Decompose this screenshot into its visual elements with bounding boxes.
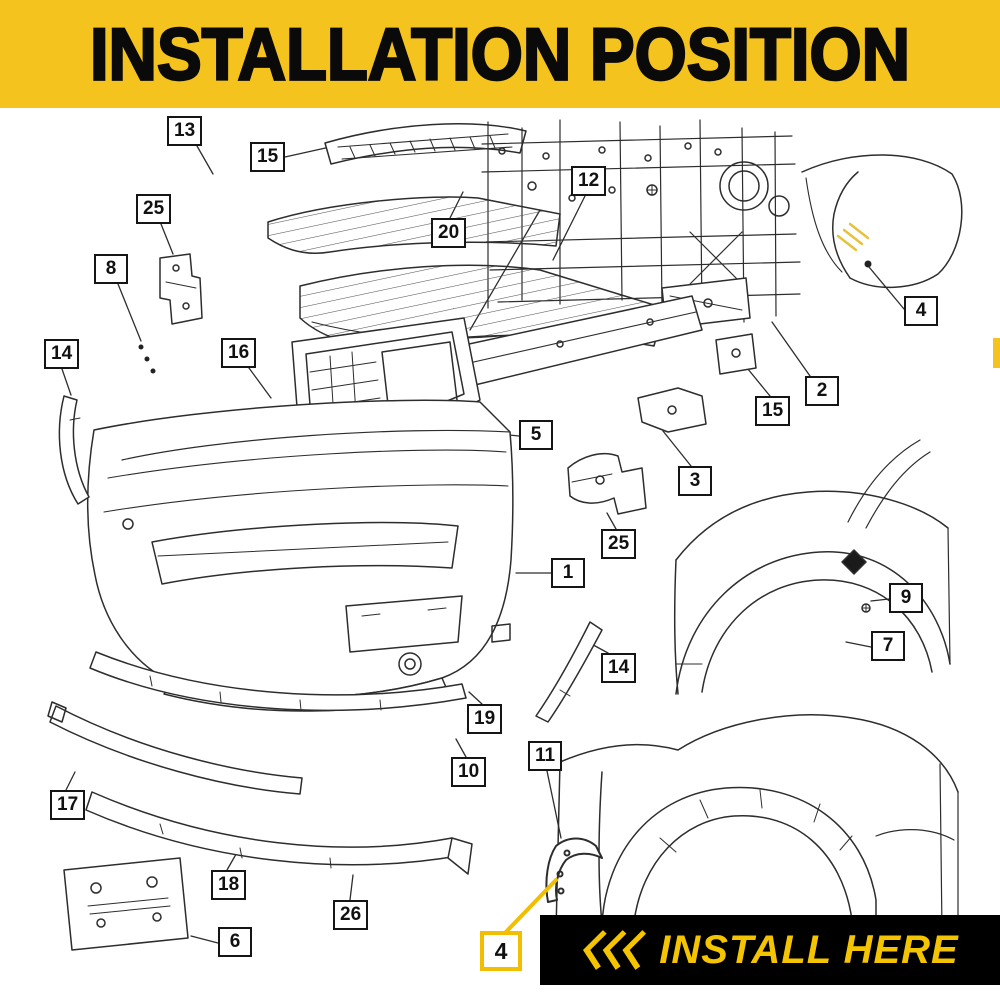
callout-6: 6 — [218, 927, 252, 957]
callout-7: 7 — [871, 631, 905, 661]
callout-8: 8 — [94, 254, 128, 284]
install-here-banner: INSTALL HERE — [540, 915, 1000, 985]
callout-4-fender: 4 — [904, 296, 938, 326]
callout-20: 20 — [431, 218, 467, 248]
callout-17: 17 — [50, 790, 86, 820]
callout-25-mid: 25 — [601, 529, 637, 559]
callout-10: 10 — [451, 757, 487, 787]
callout-16: 16 — [221, 338, 257, 368]
callout-5: 5 — [519, 420, 553, 450]
part-lower-lip — [89, 651, 467, 712]
callout-2: 2 — [805, 376, 839, 406]
callout-15-top: 15 — [250, 142, 286, 172]
callout-9: 9 — [889, 583, 923, 613]
callout-14-left: 14 — [44, 339, 80, 369]
part-moldings-14 — [58, 395, 603, 723]
callout-11: 11 — [528, 741, 563, 771]
callout-15-right: 15 — [755, 396, 791, 426]
part-bumper-fascia — [87, 399, 514, 712]
callout-13: 13 — [167, 116, 203, 146]
part-upper-bar — [324, 123, 527, 165]
callout-12: 12 — [571, 166, 607, 196]
callout-18: 18 — [211, 870, 247, 900]
page-title: INSTALLATION POSITION — [89, 11, 912, 96]
callout-26: 26 — [333, 900, 369, 930]
callout-25-top: 25 — [136, 194, 172, 224]
part-fender — [801, 154, 963, 288]
install-here-label: INSTALL HERE — [659, 927, 959, 972]
yellow-edge-tab — [993, 338, 1000, 368]
part-bracket-3 — [637, 387, 707, 433]
callout-19: 19 — [467, 704, 503, 734]
part-wheelhouse — [673, 439, 951, 695]
top-banner: INSTALLATION POSITION — [0, 0, 1000, 108]
part-bracket-25-top — [159, 253, 203, 325]
callout-4-install: 4 — [480, 931, 522, 971]
part-radiator-support — [481, 119, 801, 375]
part-wheel-liner — [555, 714, 959, 933]
part-airdam-18 — [85, 791, 473, 875]
callout-14-right: 14 — [601, 653, 637, 683]
part-energy-absorbers — [267, 196, 665, 348]
callout-1: 1 — [551, 558, 585, 588]
triple-chevron-left-icon — [583, 930, 647, 970]
part-screws-8 — [138, 344, 156, 374]
part-bracket-25-mid — [567, 452, 647, 515]
install-leader-line — [502, 878, 558, 936]
part-plate-bracket — [63, 857, 189, 951]
callout-3: 3 — [678, 466, 712, 496]
part-install-bracket — [545, 837, 603, 903]
part-spoiler-17 — [47, 701, 303, 795]
